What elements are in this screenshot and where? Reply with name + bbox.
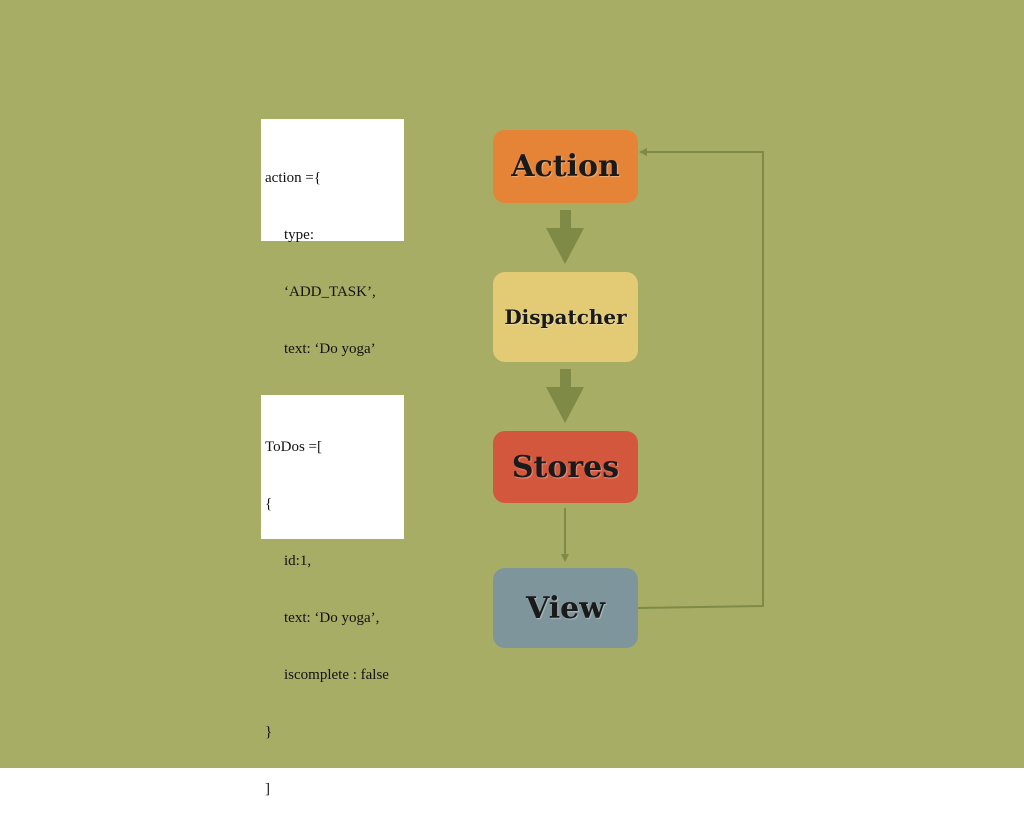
action-code-line: action ={ — [265, 170, 322, 186]
dispatcher-node: Dispatcher — [493, 272, 638, 362]
todos-code-line: ToDos =[ — [265, 439, 322, 455]
action-code-line: ‘ADD_TASK’, — [284, 284, 376, 300]
todos-code-line: id:1, — [284, 553, 312, 569]
action-code-line: text: ‘Do yoga’ — [284, 341, 376, 357]
arrow-dispatcher-to-stores — [546, 369, 584, 423]
stores-node-label: Stores — [511, 449, 620, 485]
flow-connectors — [546, 148, 764, 609]
action-node-label: Action — [511, 149, 620, 184]
dispatcher-node-label: Dispatcher — [504, 305, 627, 329]
arrow-action-to-dispatcher — [546, 210, 584, 264]
action-node: Action — [493, 130, 638, 203]
stores-node: Stores — [493, 431, 638, 503]
arrow-view-to-action — [637, 148, 764, 609]
todos-code-line: { — [265, 496, 273, 512]
action-code-box: action ={ type: ‘ADD_TASK’, text: ‘Do yo… — [261, 119, 404, 414]
todos-code-line: } — [265, 724, 273, 740]
todos-code-line: text: ‘Do yoga’, — [284, 610, 380, 626]
slide-background: action ={ type: ‘ADD_TASK’, text: ‘Do yo… — [0, 0, 1024, 797]
todos-code-box: ToDos =[ { id:1, text: ‘Do yoga’, iscomp… — [261, 395, 404, 797]
view-node-label: View — [525, 590, 606, 626]
view-node: View — [493, 568, 638, 648]
todos-code-line: iscomplete : false — [284, 667, 389, 683]
action-code-line: type: — [284, 227, 314, 243]
todos-code-line: ] — [265, 781, 270, 797]
